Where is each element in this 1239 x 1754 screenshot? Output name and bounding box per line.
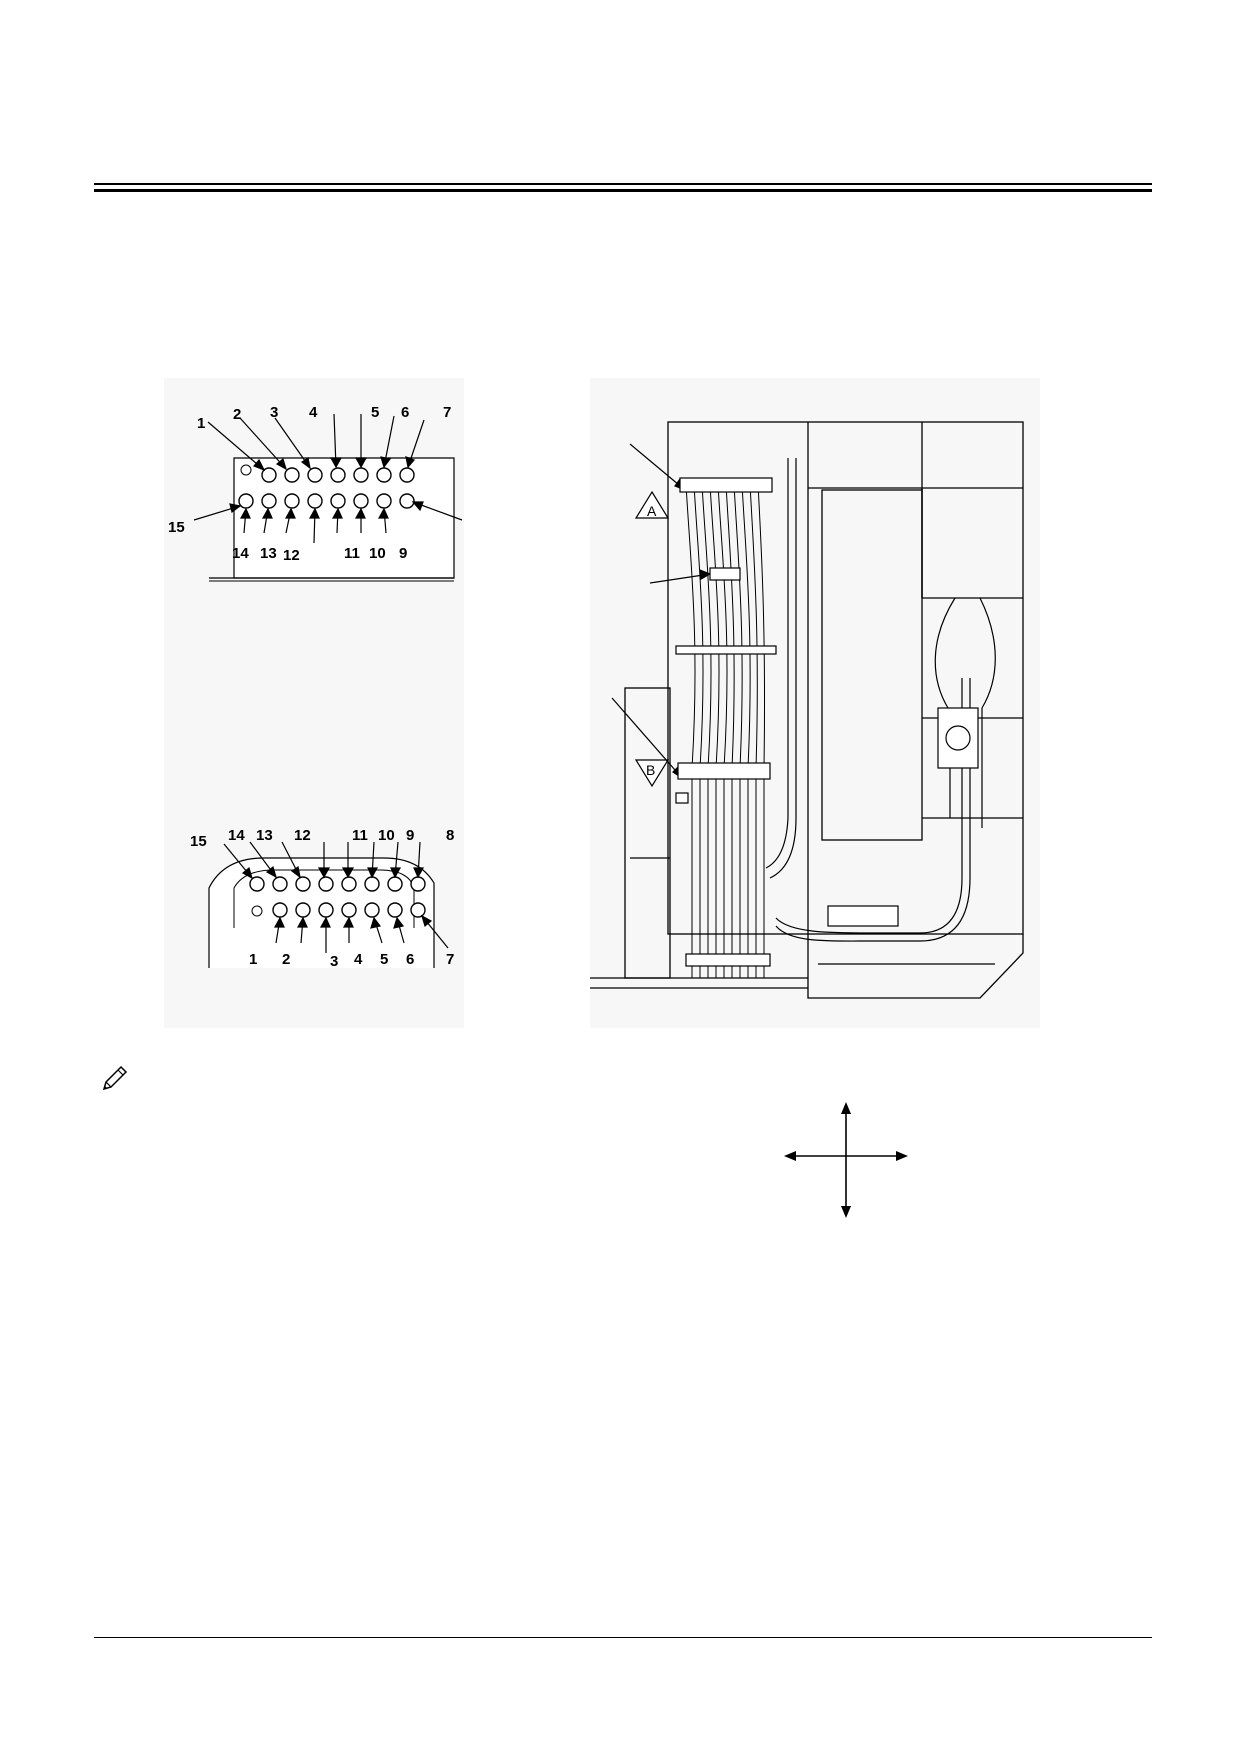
bc-label-6: 6 [406, 951, 414, 968]
marker-a: A [634, 490, 670, 519]
tc-label-12: 12 [283, 547, 300, 564]
tc-label-11: 11 [344, 545, 360, 562]
tc-label-6: 6 [401, 404, 409, 421]
footer-rule [94, 1637, 1152, 1638]
marker-b: B [634, 759, 670, 788]
tc-label-9: 9 [399, 545, 407, 562]
bc-label-9: 9 [406, 827, 414, 844]
bc-label-13: 13 [256, 827, 273, 844]
tc-label-15: 15 [168, 519, 185, 536]
tc-label-10: 10 [369, 545, 386, 562]
tc-label-3: 3 [270, 404, 278, 421]
harness-routing-figure: A B [590, 378, 1040, 1028]
bc-label-1: 1 [249, 951, 257, 968]
bc-label-10: 10 [378, 827, 395, 844]
bc-label-15: 15 [190, 833, 207, 850]
svg-text:A: A [647, 503, 657, 519]
header-rule-thick [94, 189, 1152, 192]
tc-label-14: 14 [232, 545, 249, 562]
tc-label-5: 5 [371, 404, 379, 421]
bc-label-2: 2 [282, 951, 290, 968]
bc-label-14: 14 [228, 827, 245, 844]
top-connector-figure: 1 2 3 4 5 6 7 15 14 13 12 11 10 9 8 [164, 378, 464, 1028]
bc-label-3: 3 [330, 953, 338, 970]
bc-label-12: 12 [294, 827, 311, 844]
tc-label-1: 1 [197, 415, 205, 432]
bc-label-7: 7 [446, 951, 454, 968]
bc-label-8: 8 [446, 827, 454, 844]
four-way-arrow-icon [782, 1100, 910, 1220]
bc-label-11: 11 [352, 827, 368, 844]
tc-label-4: 4 [309, 404, 318, 421]
pencil-icon [100, 1063, 130, 1093]
svg-text:B: B [646, 762, 655, 778]
tc-label-7: 7 [443, 404, 451, 421]
header-rule [94, 183, 1152, 185]
tc-label-2: 2 [233, 406, 241, 423]
bc-label-5: 5 [380, 951, 388, 968]
bc-label-4: 4 [354, 951, 363, 968]
tc-label-13: 13 [260, 545, 277, 562]
